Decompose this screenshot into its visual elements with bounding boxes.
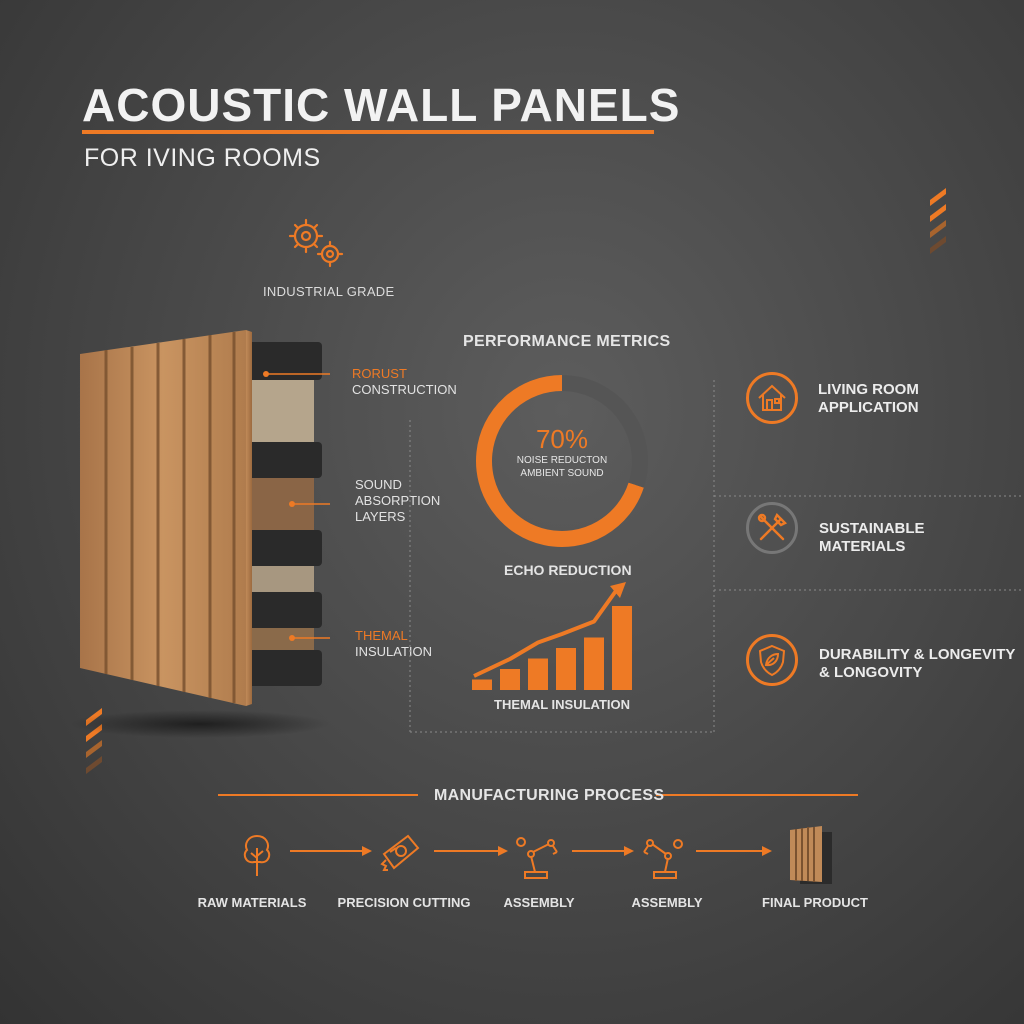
step-precision-cutting-label: PRECISION CUTTING bbox=[337, 895, 471, 910]
page-subtitle: FOR IVING ROOMS bbox=[84, 144, 321, 172]
robust-callout-text: CONSTRUCTION bbox=[352, 382, 457, 397]
trend-arrowhead bbox=[610, 582, 626, 598]
echo-reduction-label: ECHO REDUCTION bbox=[504, 562, 632, 578]
feature-2-line2: MATERIALS bbox=[819, 538, 906, 555]
robust-callout-title: RORUST bbox=[352, 366, 407, 381]
donut-segment-noise-reduction bbox=[476, 375, 644, 547]
process-arrows bbox=[290, 846, 772, 856]
feature-dividers bbox=[714, 495, 1024, 591]
thermal-callout-title: THEMAL bbox=[355, 628, 408, 643]
bar bbox=[528, 658, 548, 690]
step-raw-materials-label: RAW MATERIALS bbox=[197, 895, 307, 910]
donut-label-1: NOISE REDUCTON bbox=[516, 455, 608, 466]
process-rule-right bbox=[656, 794, 858, 796]
process-rule-left bbox=[218, 794, 418, 796]
bar bbox=[472, 679, 492, 690]
feature-icon-materials bbox=[746, 502, 798, 554]
feature-icon-living-room bbox=[746, 372, 798, 424]
feature-icon-durability bbox=[746, 634, 798, 686]
bar bbox=[584, 637, 604, 690]
bar bbox=[556, 648, 576, 690]
tree-icon bbox=[243, 834, 271, 876]
step-final-product-label: FINAL PRODUCT bbox=[762, 895, 868, 910]
panel-icon bbox=[790, 826, 832, 884]
donut-label-2: AMBIENT SOUND bbox=[520, 468, 604, 479]
robot-arm-icon bbox=[643, 839, 683, 879]
feature-3-line1: DURABILITY & LONGEVITY bbox=[819, 646, 1016, 663]
process-title: MANUFACTURING PROCESS bbox=[434, 787, 665, 804]
page-title: ACOUSTIC WALL PANELS bbox=[82, 79, 681, 131]
donut-value: 70% bbox=[535, 424, 589, 454]
feature-3-line2: & LONGOVITY bbox=[819, 664, 923, 681]
step-assembly-2-label: ASSEMBLY bbox=[631, 895, 703, 910]
bar bbox=[500, 669, 520, 690]
sound-callout-line2: ABSORPTION bbox=[355, 493, 441, 508]
feature-2-line1: SUSTAINABLE bbox=[819, 520, 925, 537]
feature-1-line1: LIVING ROOM bbox=[818, 381, 919, 398]
stripe-decoration-top bbox=[930, 188, 946, 254]
donut-segment-remainder bbox=[561, 375, 648, 488]
house-icon bbox=[758, 384, 786, 411]
acoustic-panel-illustration bbox=[70, 330, 330, 738]
trend-line bbox=[473, 586, 620, 678]
gears-icon bbox=[288, 218, 344, 268]
bar bbox=[612, 606, 632, 690]
industrial-grade-label: INDUSTRIAL GRADE bbox=[263, 284, 395, 299]
title-underline bbox=[82, 130, 654, 134]
metrics-title: PERFORMANCE METRICS bbox=[463, 333, 671, 350]
thermal-callout-text: INSULATION bbox=[355, 644, 433, 659]
shield-leaf-icon bbox=[758, 644, 786, 677]
robot-arm-icon bbox=[516, 837, 558, 879]
sound-callout-line1: SOUND bbox=[355, 477, 402, 492]
saw-blade-icon bbox=[380, 834, 420, 871]
thermal-insulation-label: THEMAL INSULATION bbox=[494, 697, 631, 712]
insulation-bar-chart bbox=[472, 582, 632, 690]
tools-icon bbox=[757, 512, 788, 541]
sound-callout-line3: LAYERS bbox=[355, 509, 406, 524]
feature-1-line2: APPLICATION bbox=[818, 399, 919, 416]
noise-reduction-donut bbox=[476, 375, 648, 547]
step-assembly-label: ASSEMBLY bbox=[503, 895, 575, 910]
